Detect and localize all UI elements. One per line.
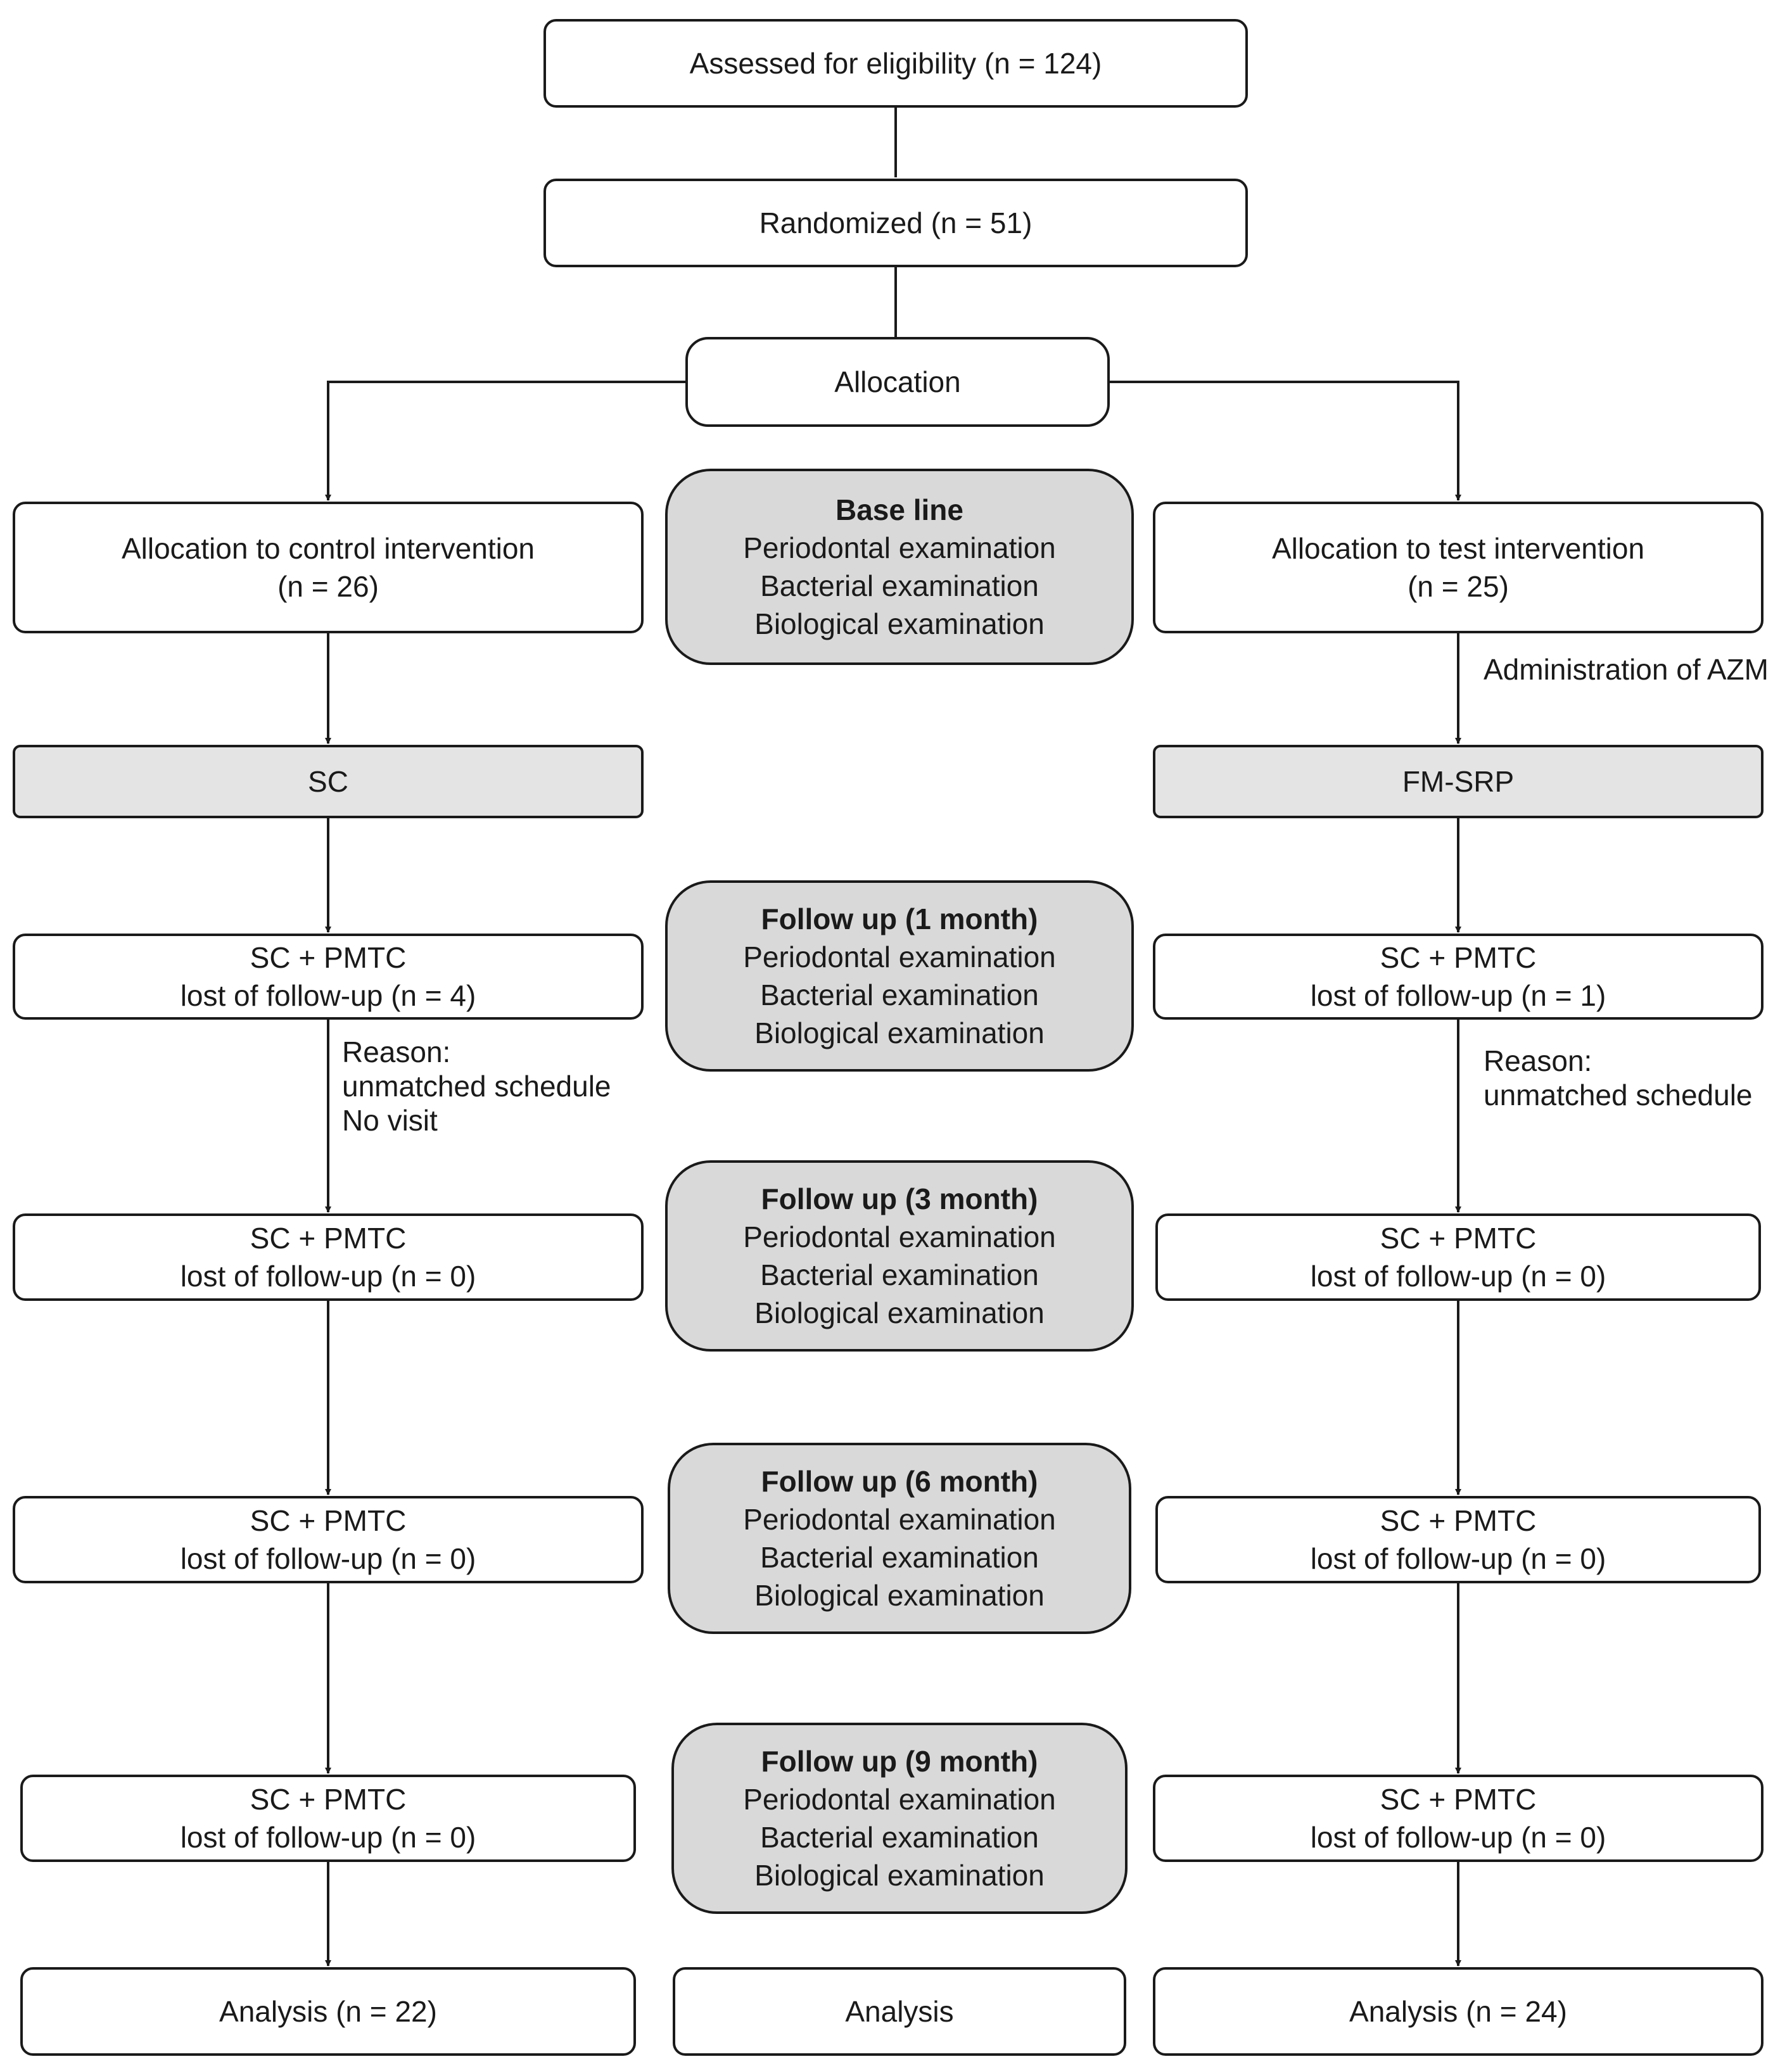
center-analysis-label: Analysis: [845, 1995, 954, 2028]
test-treatment-label: FM-SRP: [1402, 765, 1515, 798]
control-reason-line-2: unmatched schedule: [342, 1070, 611, 1103]
test-fu9-line-1: SC + PMTC: [1380, 1783, 1537, 1816]
test-fu6-line-1: SC + PMTC: [1380, 1504, 1537, 1537]
fu3-exam-box: Follow up (3 month) Periodontal examinat…: [665, 1160, 1134, 1352]
control-reason-line-1: Reason:: [342, 1036, 451, 1068]
randomized-label: Randomized (n = 51): [759, 206, 1033, 239]
fu1-exam-box: Follow up (1 month) Periodontal examinat…: [665, 880, 1134, 1072]
exam-item: Biological examination: [754, 1579, 1045, 1612]
control-treatment-label: SC: [308, 765, 348, 798]
test-fu6-box: SC + PMTC lost of follow-up (n = 0): [1155, 1496, 1761, 1583]
exam-title: Follow up (9 month): [761, 1745, 1038, 1778]
control-fu6-line-1: SC + PMTC: [250, 1504, 407, 1537]
test-fu3-box: SC + PMTC lost of follow-up (n = 0): [1155, 1213, 1761, 1301]
control-allocation-line-2: (n = 26): [277, 570, 379, 603]
exam-item: Periodontal examination: [743, 1220, 1056, 1253]
connector-allocation-control: [325, 381, 685, 501]
exam-item: Biological examination: [754, 607, 1045, 640]
exam-item: Bacterial examination: [760, 978, 1039, 1011]
test-fu1-box: SC + PMTC lost of follow-up (n = 1): [1153, 934, 1763, 1020]
test-reason-line-1: Reason:: [1484, 1044, 1592, 1077]
control-fu3-box: SC + PMTC lost of follow-up (n = 0): [13, 1213, 644, 1301]
fu6-exam-box: Follow up (6 month) Periodontal examinat…: [668, 1443, 1131, 1634]
test-allocation-box: Allocation to test intervention (n = 25): [1153, 502, 1763, 633]
test-allocation-line-1: Allocation to test intervention: [1271, 532, 1645, 565]
control-fu1-line-2: lost of follow-up (n = 4): [180, 979, 476, 1012]
control-reason-line-3: No visit: [342, 1104, 438, 1137]
allocation-box: Allocation: [685, 337, 1110, 427]
exam-item: Bacterial examination: [760, 1258, 1039, 1291]
connector-allocation-test: [1109, 381, 1461, 501]
test-fu1-line-2: lost of follow-up (n = 1): [1310, 979, 1606, 1012]
center-analysis-box: Analysis: [673, 1967, 1126, 2056]
exam-title: Base line: [836, 493, 963, 526]
administration-label: Administration of AZM: [1484, 653, 1769, 686]
test-analysis-label: Analysis (n = 24): [1349, 1995, 1567, 2028]
test-fu6-line-2: lost of follow-up (n = 0): [1310, 1542, 1606, 1575]
eligibility-box: Assessed for eligibility (n = 124): [543, 19, 1248, 108]
test-analysis-box: Analysis (n = 24): [1153, 1967, 1763, 2056]
exam-item: Periodontal examination: [743, 1503, 1056, 1536]
control-fu6-line-2: lost of follow-up (n = 0): [180, 1542, 476, 1575]
control-fu1-reason: Reason: unmatched schedule No visit: [342, 1035, 611, 1137]
test-fu3-line-2: lost of follow-up (n = 0): [1310, 1260, 1606, 1293]
exam-item: Periodontal examination: [743, 940, 1056, 973]
exam-item: Bacterial examination: [760, 1541, 1039, 1574]
exam-item: Bacterial examination: [760, 569, 1039, 602]
test-allocation-line-2: (n = 25): [1408, 570, 1509, 603]
test-fu1-reason: Reason: unmatched schedule: [1484, 1044, 1753, 1112]
test-administration-note: Administration of AZM: [1484, 652, 1769, 687]
fu9-exam-box: Follow up (9 month) Periodontal examinat…: [671, 1723, 1128, 1914]
control-allocation-line-1: Allocation to control intervention: [121, 532, 535, 565]
test-fu1-line-1: SC + PMTC: [1380, 941, 1537, 974]
control-fu9-line-1: SC + PMTC: [250, 1783, 407, 1816]
control-fu6-box: SC + PMTC lost of follow-up (n = 0): [13, 1496, 644, 1583]
control-fu1-line-1: SC + PMTC: [250, 941, 407, 974]
control-treatment-box: SC: [13, 745, 644, 818]
test-fu9-box: SC + PMTC lost of follow-up (n = 0): [1153, 1775, 1763, 1862]
exam-item: Periodontal examination: [743, 531, 1056, 564]
exam-title: Follow up (6 month): [761, 1465, 1038, 1498]
exam-title: Follow up (3 month): [761, 1182, 1038, 1215]
exam-title: Follow up (1 month): [761, 902, 1038, 935]
eligibility-label: Assessed for eligibility (n = 124): [689, 47, 1102, 80]
allocation-label: Allocation: [834, 365, 961, 398]
exam-item: Biological examination: [754, 1296, 1045, 1329]
control-fu3-line-1: SC + PMTC: [250, 1222, 407, 1255]
control-fu1-box: SC + PMTC lost of follow-up (n = 4): [13, 934, 644, 1020]
control-analysis-label: Analysis (n = 22): [219, 1995, 437, 2028]
randomized-box: Randomized (n = 51): [543, 179, 1248, 267]
test-fu9-line-2: lost of follow-up (n = 0): [1310, 1821, 1606, 1854]
test-reason-line-2: unmatched schedule: [1484, 1079, 1753, 1112]
control-analysis-box: Analysis (n = 22): [20, 1967, 636, 2056]
control-allocation-box: Allocation to control intervention (n = …: [13, 502, 644, 633]
control-fu9-box: SC + PMTC lost of follow-up (n = 0): [20, 1775, 636, 1862]
control-fu3-line-2: lost of follow-up (n = 0): [180, 1260, 476, 1293]
baseline-exam-box: Base line Periodontal examination Bacter…: [665, 469, 1134, 665]
test-treatment-box: FM-SRP: [1153, 745, 1763, 818]
exam-item: Periodontal examination: [743, 1783, 1056, 1816]
exam-item: Biological examination: [754, 1859, 1045, 1892]
test-fu3-line-1: SC + PMTC: [1380, 1222, 1537, 1255]
exam-item: Bacterial examination: [760, 1821, 1039, 1854]
exam-item: Biological examination: [754, 1016, 1045, 1049]
control-fu9-line-2: lost of follow-up (n = 0): [180, 1821, 476, 1854]
